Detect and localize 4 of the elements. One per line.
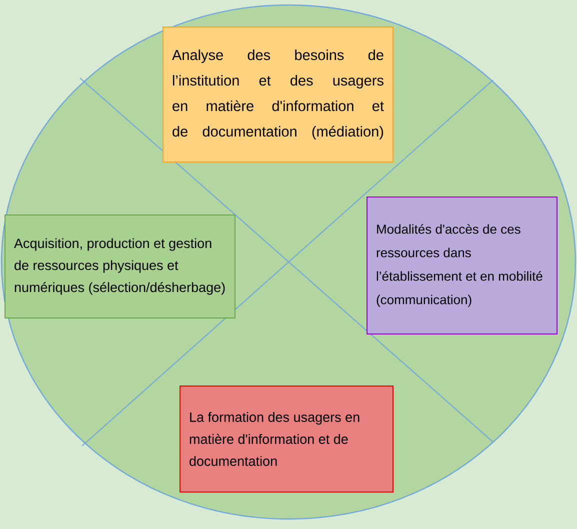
text-box: Analyse des besoins de l’institution et des usagers en matière d'information et de documentation (médiation) (162, 26, 394, 162)
text-box: Modalités d'accès de ces ressources dans l’établissement et en mobilité (communication) (366, 196, 558, 334)
text-box: Acquisition, production et gestion de ressources physiques et numériques (sélection/désherbage) (4, 214, 236, 318)
text-box: La formation des usagers en matière d'information et de documentation (180, 386, 394, 492)
